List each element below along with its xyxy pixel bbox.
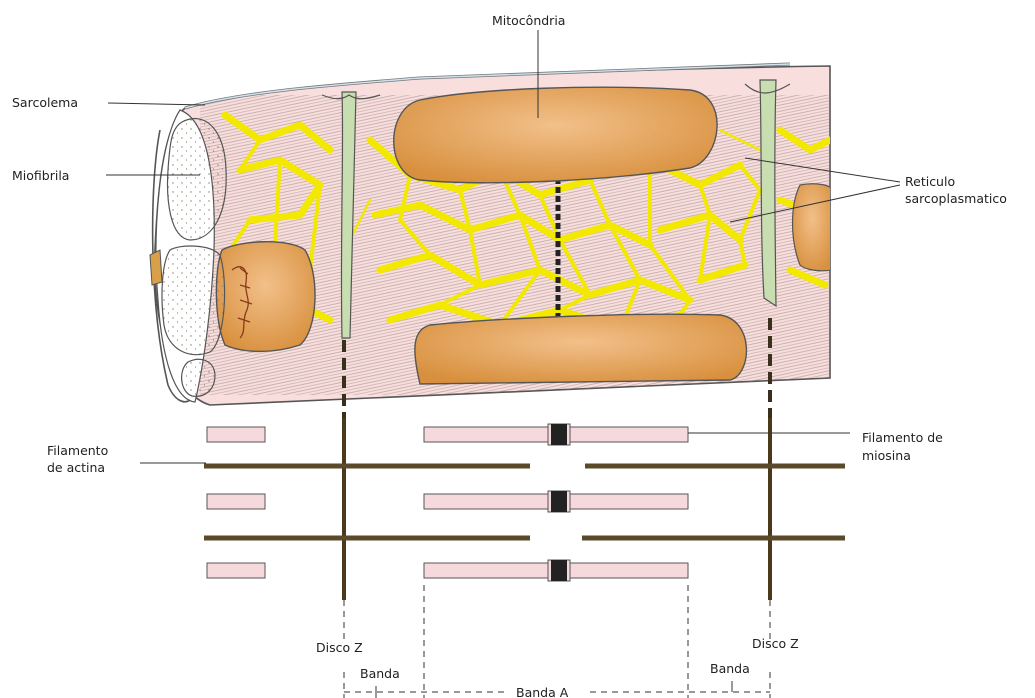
label-myosin-line2: miosina	[862, 448, 911, 463]
myosin-filament	[424, 424, 688, 445]
myofibril-cross-middle	[162, 246, 225, 355]
label-sr-line1: Reticulo	[905, 174, 955, 189]
fiber-interior	[200, 80, 832, 395]
mitochondrion-left	[216, 242, 315, 352]
myofibril-cross-top	[168, 119, 227, 240]
muscle-fiber	[150, 64, 832, 405]
label-actin-line1: Filamento	[47, 443, 108, 458]
leader-sarcolemma	[108, 103, 205, 105]
myosin-filament-stub	[207, 494, 265, 509]
mitochondrion-top	[394, 87, 717, 182]
front-face-small-mito	[150, 250, 162, 285]
myosin-filament-stub	[207, 427, 265, 442]
myosin-filament-stub	[207, 563, 265, 578]
label-sarcolemma: Sarcolema	[12, 95, 78, 110]
label-band-a: Banda A	[516, 685, 569, 698]
label-z-disc-right: Disco Z	[752, 636, 799, 651]
label-actin-line2: de actina	[47, 460, 105, 475]
label-mitochondria: Mitocôndria	[492, 13, 565, 28]
myosin-filament	[424, 560, 688, 581]
myofibril-cross-bottom	[182, 359, 215, 396]
mitochondrion-bottom	[415, 314, 747, 384]
label-myosin-line1: Filamento de	[862, 430, 943, 445]
label-band-right: Banda	[710, 661, 750, 676]
t-tubule-right	[760, 80, 776, 306]
label-band-left: Banda	[360, 666, 400, 681]
myosin-filament	[424, 491, 688, 512]
label-sr-line2: sarcoplasmatico	[905, 191, 1007, 206]
band-guides	[344, 585, 770, 698]
label-z-disc-left: Disco Z	[316, 640, 363, 655]
label-myofibril: Miofibrila	[12, 168, 69, 183]
mitochondrion-right	[793, 184, 833, 271]
